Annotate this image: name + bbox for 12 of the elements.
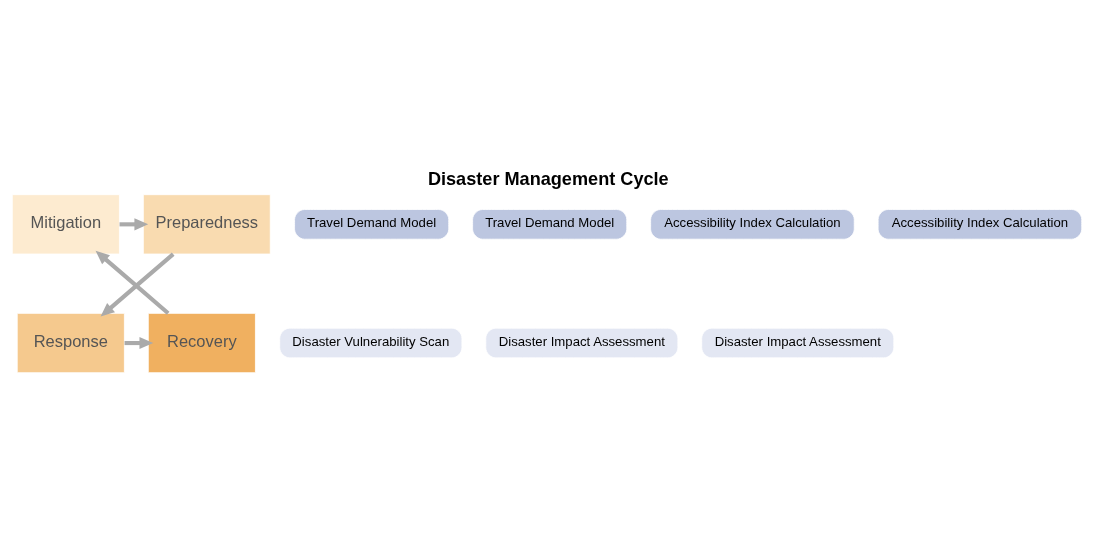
node-box: Preparedness bbox=[142, 193, 271, 254]
node-box: Recovery bbox=[147, 312, 256, 373]
node-box: Travel Demand Model bbox=[294, 208, 450, 240]
node-box: Mitigation bbox=[11, 193, 120, 254]
node-box: Travel Demand Model bbox=[472, 208, 628, 240]
node-box: Disaster Impact Assessment bbox=[701, 327, 895, 358]
node-box: Response bbox=[16, 312, 125, 373]
diagram-title: Disaster Management Cycle bbox=[427, 168, 669, 189]
node-box: Accessibility Index Calculation bbox=[650, 208, 855, 240]
node-box: Disaster Impact Assessment bbox=[485, 327, 679, 358]
node-box: Accessibility Index Calculation bbox=[877, 208, 1083, 240]
node-box: Disaster Vulnerability Scan bbox=[279, 327, 463, 358]
